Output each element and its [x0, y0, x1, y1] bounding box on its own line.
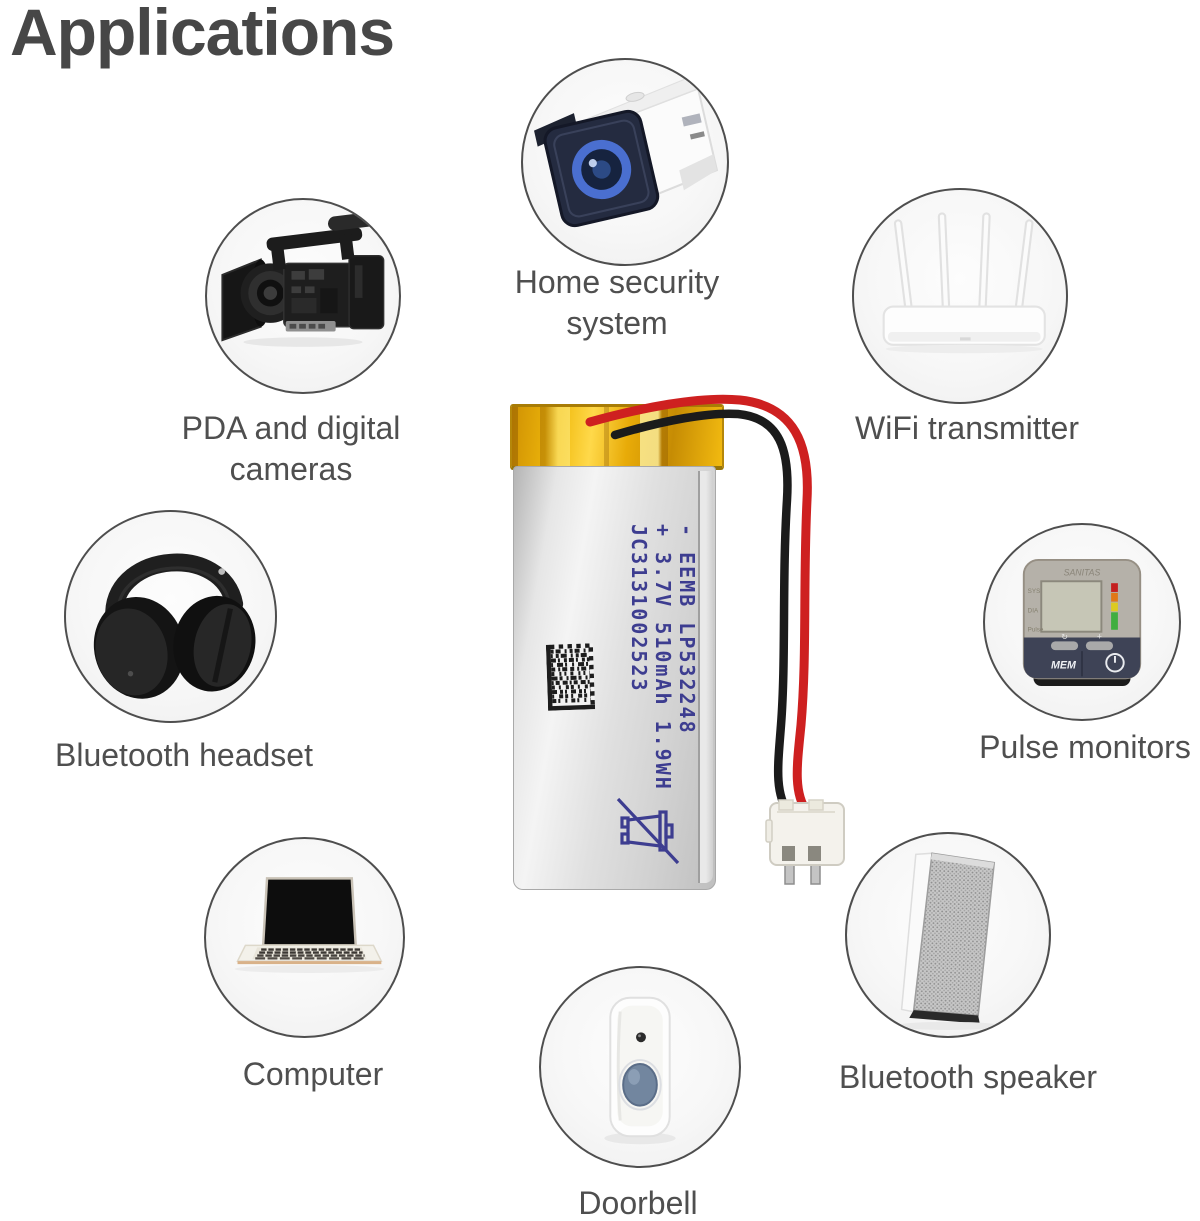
- battery-wires: [585, 394, 816, 827]
- app-label-computer: Computer: [242, 1056, 384, 1092]
- app-label-pulse-monitors: Pulse monitors: [979, 729, 1191, 765]
- svg-text:+: +: [1097, 631, 1102, 641]
- doorbell-image: [604, 996, 676, 1145]
- app-circle-pda-digital-cameras: [205, 198, 401, 394]
- laptop-image: [234, 877, 385, 973]
- pulse-mem-button: MEM: [1051, 660, 1077, 672]
- wifi-router-image: [882, 212, 1046, 354]
- app-label-home-security: Home security system: [514, 264, 720, 341]
- pulse-sys-label: SYS: [1028, 588, 1041, 595]
- svg-text:↻: ↻: [1061, 632, 1068, 641]
- datamatrix-barcode: [545, 643, 596, 711]
- app-label-doorbell: Doorbell: [578, 1185, 698, 1221]
- blood-pressure-monitor-image: SANITAS SYS DIA Pulse ↻ + MEM: [1022, 558, 1142, 687]
- app-circle-home-security: [521, 58, 729, 266]
- page-title: Applications: [10, 0, 395, 69]
- app-circle-bluetooth-headset: [64, 510, 277, 723]
- app-label-bluetooth-headset: Bluetooth headset: [55, 737, 313, 773]
- app-label-pda-digital-cameras: PDA and digital cameras: [181, 410, 401, 487]
- red-wire: [585, 394, 816, 825]
- jst-connector: [765, 799, 845, 885]
- black-wire: [610, 409, 798, 827]
- app-circle-wifi-transmitter: [852, 188, 1068, 404]
- battery-seam-edge: [698, 471, 713, 883]
- app-circle-bluetooth-speaker: [845, 832, 1051, 1038]
- pulse-dia-label: DIA: [1028, 607, 1039, 614]
- app-circle-computer: [204, 837, 405, 1038]
- pulse-brand-text: SANITAS: [1064, 567, 1101, 577]
- headphones-image: [93, 553, 256, 699]
- battery-pouch-body: [513, 466, 716, 890]
- crossed-bin-icon: [616, 797, 680, 865]
- pulse-pulse-label: Pulse: [1028, 627, 1044, 634]
- app-circle-pulse-monitors: SANITAS SYS DIA Pulse ↻ + MEM: [983, 523, 1181, 721]
- app-circle-doorbell: [539, 966, 741, 1168]
- camcorder-image: [221, 210, 391, 347]
- app-label-bluetooth-speaker: Bluetooth speaker: [839, 1059, 1097, 1095]
- app-label-wifi-transmitter: WiFi transmitter: [855, 410, 1079, 446]
- speaker-image: [895, 852, 1001, 1030]
- security-camera-image: [534, 78, 719, 228]
